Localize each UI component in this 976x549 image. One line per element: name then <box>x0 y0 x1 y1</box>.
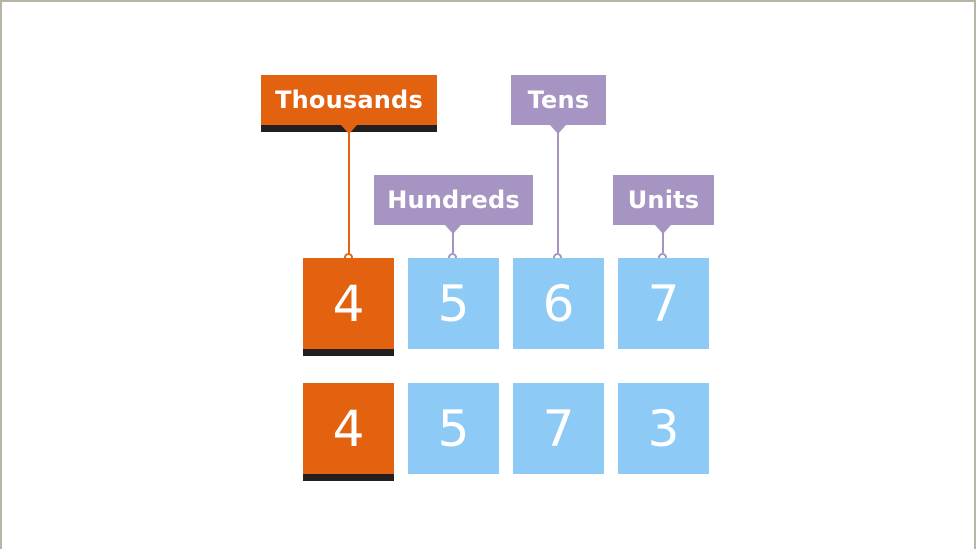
digit-underline <box>303 349 394 356</box>
digit: 4 <box>332 399 365 458</box>
digit-box-row1-units: 7 <box>618 258 709 349</box>
pointer-hundreds <box>445 225 461 234</box>
connector-units <box>662 233 664 253</box>
label-tens-text: Tens <box>527 86 590 114</box>
digit: 4 <box>332 274 365 333</box>
digit: 5 <box>437 274 470 333</box>
label-units-text: Units <box>627 186 700 214</box>
digit-box-row2-thousands: 4 <box>303 383 394 481</box>
digit-box-row1-tens: 6 <box>513 258 604 349</box>
label-thousands-text: Thousands <box>275 86 423 114</box>
digit: 7 <box>542 399 575 458</box>
digit: 5 <box>437 399 470 458</box>
digit-box-row2-units: 3 <box>618 383 709 474</box>
pointer-tens <box>550 125 566 134</box>
digit-box-row2-hundreds: 5 <box>408 383 499 474</box>
digit-box-row1-thousands: 4 <box>303 258 394 356</box>
connector-tens <box>557 133 559 253</box>
digit: 3 <box>647 399 680 458</box>
pointer-units <box>655 225 671 234</box>
digit-underline <box>303 474 394 481</box>
digit: 7 <box>647 274 680 333</box>
pointer-thousands <box>341 125 357 134</box>
label-hundreds: Hundreds <box>374 175 533 225</box>
label-thousands: Thousands <box>261 75 437 132</box>
label-units: Units <box>613 175 714 225</box>
label-hundreds-text: Hundreds <box>387 186 520 214</box>
label-tens: Tens <box>511 75 606 125</box>
connector-thousands <box>348 132 350 253</box>
connector-hundreds <box>452 233 454 253</box>
digit-box-row1-hundreds: 5 <box>408 258 499 349</box>
digit-box-row2-tens: 7 <box>513 383 604 474</box>
digit: 6 <box>542 274 575 333</box>
